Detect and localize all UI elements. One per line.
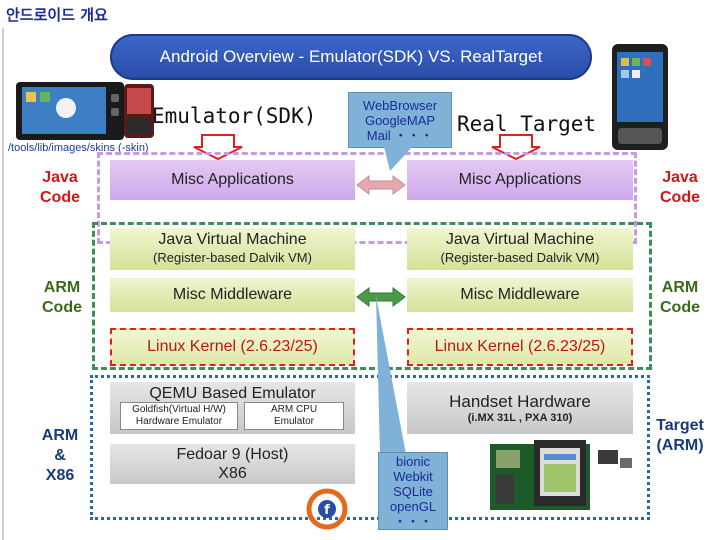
callout-line: bionic: [396, 453, 430, 469]
svg-text:f: f: [324, 503, 330, 518]
apps-callout: WebBrowser GoogleMAP Mail ・・・: [348, 92, 452, 148]
right-arm-code-label: ARM Code: [650, 276, 710, 320]
right-java-virtual-machine: Java Virtual Machine (Register-based Dal…: [407, 228, 633, 270]
left-misc-applications: Misc Applications: [110, 160, 355, 200]
callout-line: Webkit: [393, 468, 433, 484]
fedora-host-block: Fedoar 9 (Host) X86: [110, 444, 355, 484]
jvm-title: Java Virtual Machine: [158, 231, 307, 248]
left-java-virtual-machine: Java Virtual Machine (Register-based Dal…: [110, 228, 355, 270]
qemu-emulator-block: QEMU Based Emulator Goldfish(Virtual H/W…: [110, 382, 355, 434]
java-layer-frame: [97, 152, 637, 244]
side-line: Code: [660, 299, 700, 316]
left-rule-divider: [2, 28, 4, 540]
side-line: X86: [45, 467, 75, 484]
right-misc-middleware: Misc Middleware: [407, 278, 633, 312]
jvm-title: Java Virtual Machine: [445, 231, 595, 248]
arm-cpu-line: Emulator: [273, 416, 314, 427]
right-target-arm-label: Target (ARM): [648, 414, 712, 458]
arm-cpu-emulator-box: ARM CPU Emulator: [244, 402, 344, 430]
left-arm-x86-label: ARM & X86: [30, 424, 90, 488]
right-java-code-label: Java Code: [650, 166, 710, 210]
arm-layer-frame: [92, 222, 652, 370]
phone-icon: [124, 84, 154, 138]
goldfish-line: Hardware Emulator: [135, 416, 223, 427]
right-misc-applications: Misc Applications: [407, 160, 633, 200]
left-misc-middleware: Misc Middleware: [110, 278, 355, 312]
callout-line: Mail ・・・: [366, 127, 434, 143]
fedora-title: Fedoar 9 (Host): [176, 446, 289, 463]
x86-label: X86: [218, 465, 247, 482]
side-line: ARM: [661, 279, 699, 296]
side-line: Code: [660, 189, 700, 206]
real-target-label: Real Target: [457, 112, 597, 136]
goldfish-line: Goldfish(Virtual H/W): [132, 404, 226, 415]
hardware-layer-frame: [90, 375, 650, 520]
side-line: &: [54, 447, 66, 464]
callout-line: ・・・: [393, 513, 433, 529]
callout-line: WebBrowser: [362, 97, 438, 113]
jvm-subtitle: (Register-based Dalvik VM): [440, 250, 600, 265]
handset-hardware-block: Handset Hardware (i.MX 31L , PXA 310): [407, 382, 633, 434]
side-line: Target: [656, 417, 704, 434]
side-line: (ARM): [656, 437, 704, 454]
left-java-code-label: Java Code: [30, 166, 90, 210]
title-banner: Android Overview - Emulator(SDK) VS. Rea…: [110, 34, 592, 80]
right-linux-kernel: Linux Kernel (2.6.23/25): [407, 328, 633, 366]
side-line: Java: [42, 169, 78, 186]
jvm-subtitle: (Register-based Dalvik VM): [153, 250, 312, 265]
left-linux-kernel: Linux Kernel (2.6.23/25): [110, 328, 355, 366]
fedora-logo-icon: f: [306, 488, 348, 530]
libraries-callout: bionic Webkit SQLite openGL ・・・: [378, 452, 448, 530]
qemu-title: QEMU Based Emulator: [149, 385, 316, 402]
side-line: ARM: [41, 427, 79, 444]
callout-line: openGL: [389, 498, 437, 514]
side-line: Code: [40, 189, 80, 206]
handset-subtitle: (i.MX 31L , PXA 310): [467, 412, 573, 424]
callout-line: GoogleMAP: [364, 112, 436, 128]
g1-phone-icon: [612, 44, 668, 150]
arm-cpu-line: ARM CPU: [270, 404, 318, 415]
callout-pointer-bottom-icon: [376, 296, 406, 454]
green-double-arrow-icon: [356, 287, 406, 307]
dev-board-icon: [490, 440, 632, 510]
goldfish-box: Goldfish(Virtual H/W) Hardware Emulator: [120, 402, 238, 430]
side-line: Code: [42, 299, 82, 316]
skins-path-label: /tools/lib/images/skins (-skin): [8, 142, 149, 154]
tablet-icon: [16, 82, 124, 140]
left-arm-code-label: ARM Code: [32, 276, 92, 320]
callout-pointer-icon: [384, 147, 412, 171]
side-line: ARM: [43, 279, 81, 296]
side-line: Java: [662, 169, 698, 186]
pink-double-arrow-icon: [356, 175, 406, 195]
page-title: 안드로이드 개요: [6, 6, 108, 24]
handset-title: Handset Hardware: [449, 392, 591, 411]
emulator-sdk-label: Emulator(SDK): [152, 104, 317, 128]
callout-line: SQLite: [393, 483, 433, 499]
